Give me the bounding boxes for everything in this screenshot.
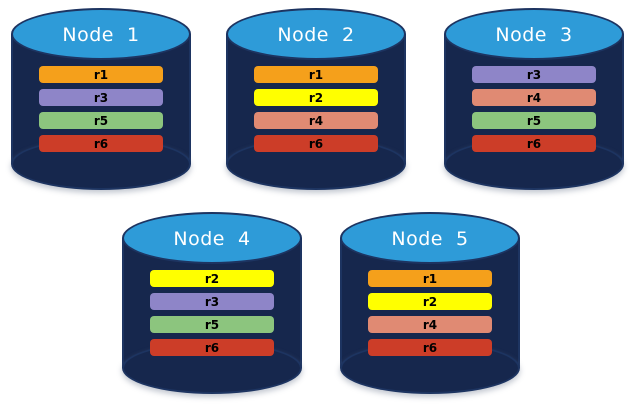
replica-label: r4 [308,113,324,128]
replica-label: r3 [93,90,109,105]
node-title: Node 1 [62,23,140,46]
replica-label: r1 [93,67,109,82]
replica-list: r3 r4 r5 r6 [444,66,624,152]
replica-bar: r1 [254,66,378,83]
replica-label: r1 [308,67,324,82]
node-title: Node 2 [277,23,355,46]
replica-bar: r5 [150,316,274,333]
replica-label: r4 [526,90,542,105]
replica-label: r5 [93,113,109,128]
database-node-cylinder: Node 1 r1 r3 r5 r6 [11,8,191,190]
replica-label: r2 [422,294,438,309]
replica-bar: r3 [472,66,596,83]
node-title: Node 4 [173,227,251,250]
cylinder-top-ellipse: Node 2 [226,8,406,60]
database-node-cylinder: Node 4 r2 r3 r5 r6 [122,212,302,394]
replica-bar: r4 [472,89,596,106]
replica-label: r4 [422,317,438,332]
replica-bar: r6 [39,135,163,152]
database-node-cylinder: Node 5 r1 r2 r4 r6 [340,212,520,394]
replica-list: r1 r2 r4 r6 [340,270,520,356]
replica-bar: r6 [150,339,274,356]
replica-bar: r6 [472,135,596,152]
replica-label: r2 [204,271,220,286]
replica-label: r5 [204,317,220,332]
cylinder-top-ellipse: Node 4 [122,212,302,264]
replica-label: r6 [93,136,109,151]
replica-bar: r4 [368,316,492,333]
replica-label: r6 [526,136,542,151]
replica-label: r3 [204,294,220,309]
replica-list: r2 r3 r5 r6 [122,270,302,356]
replica-bar: r2 [368,293,492,310]
replica-label: r2 [308,90,324,105]
replica-label: r6 [308,136,324,151]
node-title: Node 3 [495,23,573,46]
replica-label: r1 [422,271,438,286]
replica-bar: r4 [254,112,378,129]
replica-label: r5 [526,113,542,128]
replica-bar: r1 [368,270,492,287]
replica-label: r3 [526,67,542,82]
replica-bar: r3 [150,293,274,310]
replica-label: r6 [422,340,438,355]
cylinder-top-ellipse: Node 5 [340,212,520,264]
node-title: Node 5 [391,227,469,250]
replica-bar: r6 [254,135,378,152]
replica-bar: r3 [39,89,163,106]
replica-bar: r5 [472,112,596,129]
replica-label: r6 [204,340,220,355]
replica-list: r1 r2 r4 r6 [226,66,406,152]
replica-list: r1 r3 r5 r6 [11,66,191,152]
database-node-cylinder: Node 2 r1 r2 r4 r6 [226,8,406,190]
cylinder-top-ellipse: Node 1 [11,8,191,60]
replica-bar: r1 [39,66,163,83]
replica-bar: r2 [150,270,274,287]
replica-bar: r6 [368,339,492,356]
replica-bar: r2 [254,89,378,106]
database-node-cylinder: Node 3 r3 r4 r5 r6 [444,8,624,190]
cylinder-top-ellipse: Node 3 [444,8,624,60]
replica-bar: r5 [39,112,163,129]
